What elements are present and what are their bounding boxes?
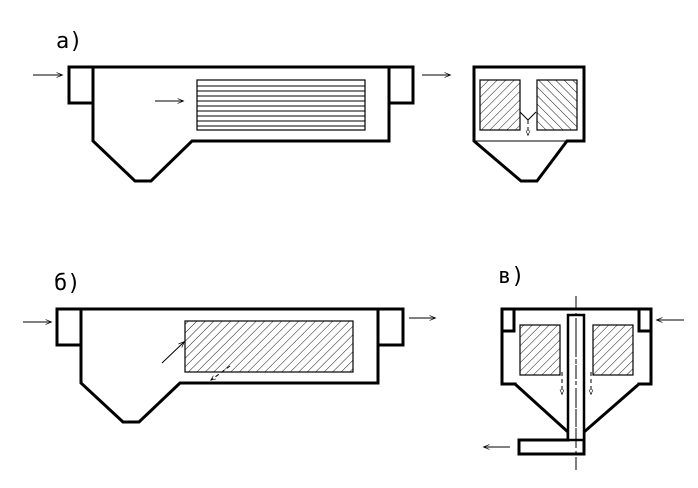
- tank-v-left-trough: [500, 307, 516, 333]
- pack-b: [184, 320, 354, 373]
- tank-v-right-trough: [637, 307, 653, 333]
- pack-v-left: [519, 324, 561, 376]
- label-a: а): [56, 29, 83, 54]
- section-pack-left: [479, 79, 521, 131]
- tank-b-outline: [55, 307, 405, 424]
- diagram-v: в): [482, 264, 684, 470]
- diagram-b: б): [23, 271, 437, 424]
- arrow-b-up: [161, 340, 186, 364]
- diagram-a: а): [33, 29, 586, 183]
- tank-a-section-outline: [472, 65, 586, 183]
- plate-pack-a: [196, 79, 366, 131]
- section-pack-right: [536, 79, 578, 131]
- pack-v-right: [592, 324, 634, 376]
- label-v: в): [498, 264, 525, 289]
- section-collector-y: [519, 111, 537, 121]
- arrow-b-down: [211, 365, 231, 380]
- label-b: б): [54, 271, 81, 296]
- tank-a-outline: [67, 65, 415, 183]
